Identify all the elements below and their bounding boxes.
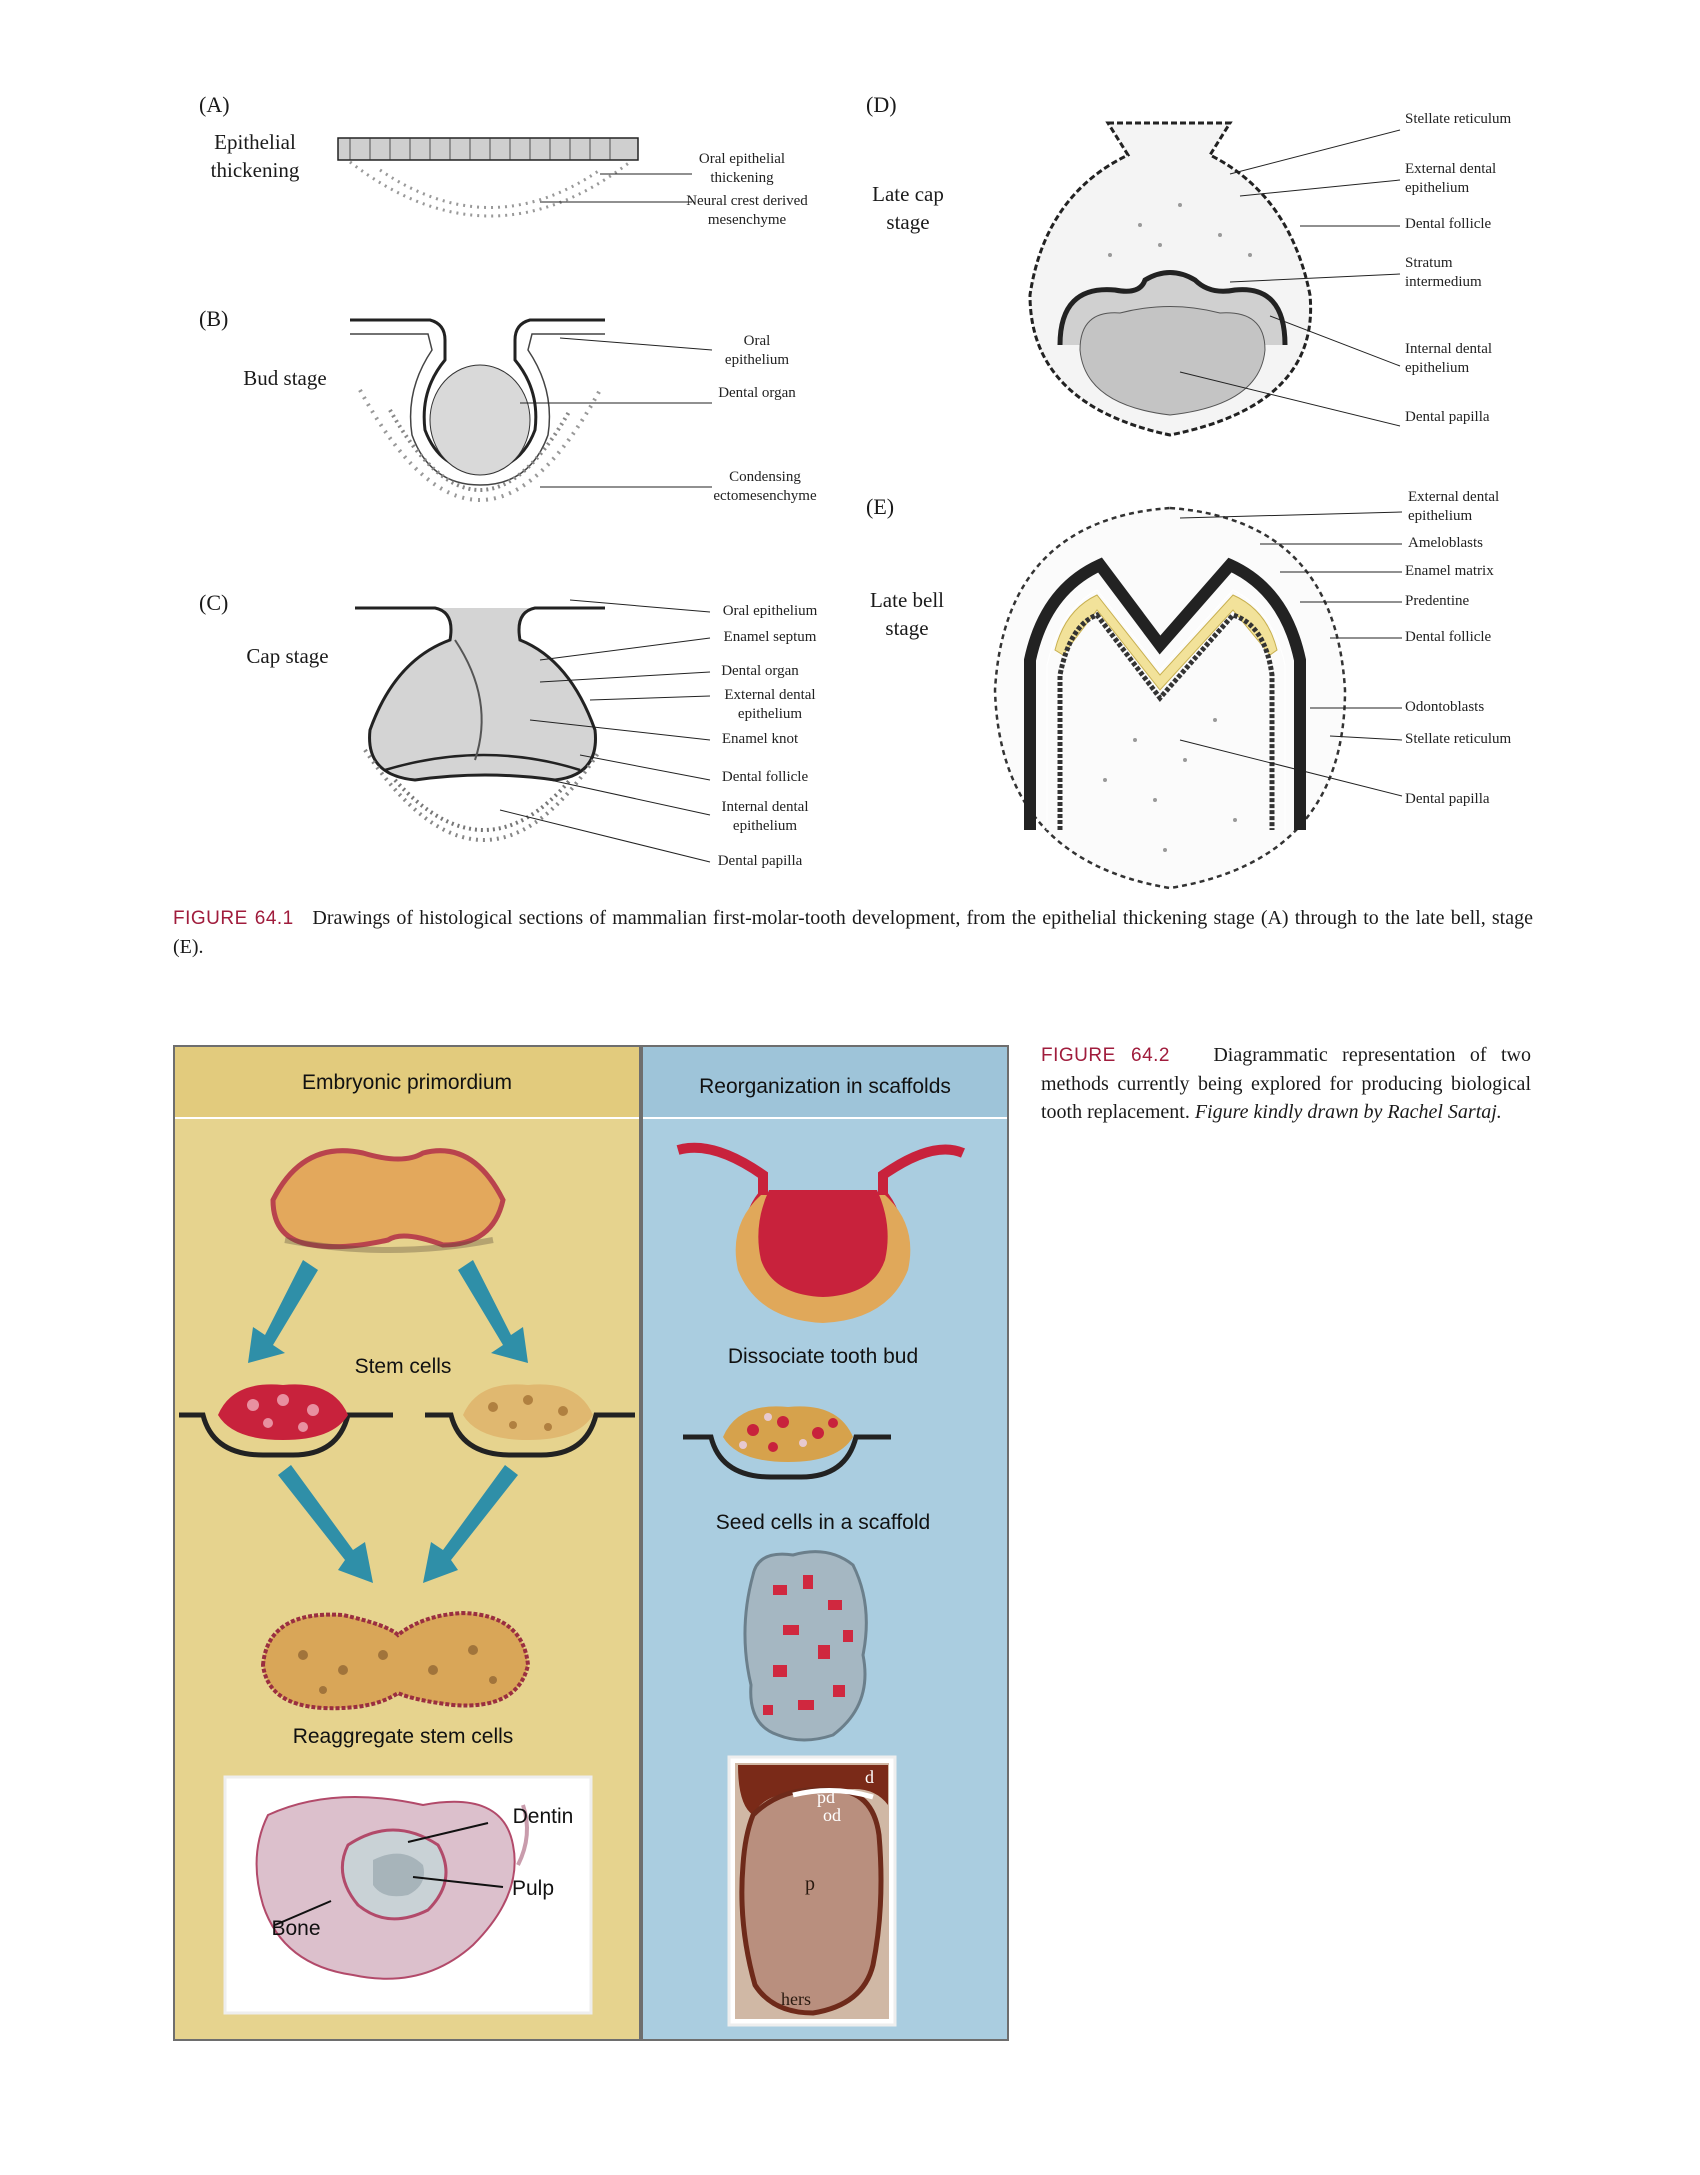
figure-64-2-number: FIGURE 64.2 xyxy=(1041,1045,1170,1066)
panel-d-label-4: Stratum intermedium xyxy=(1405,254,1525,292)
panel-b-stage: Bud stage xyxy=(240,364,330,392)
panel-e-label-2: Ameloblasts xyxy=(1408,534,1528,553)
panel-b-label-1: Oral epithelium xyxy=(712,332,802,370)
figure-64-1-caption-text: Drawings of histological sections of mam… xyxy=(173,907,1533,958)
figure-64-2-frame: Embryonic primordium Reorganization in s… xyxy=(173,1045,1009,2041)
panel-c-label-2: Enamel septum xyxy=(710,628,830,647)
panel-e-label-8: Dental papilla xyxy=(1405,790,1525,809)
micro-p-label: p xyxy=(805,1873,815,1896)
panel-d-letter: (D) xyxy=(866,92,897,118)
panel-e-label-4: Predentine xyxy=(1405,592,1525,611)
panel-c-stage: Cap stage xyxy=(245,642,330,670)
stem-cells-label: Stem cells xyxy=(303,1355,503,1379)
panel-d-label-3: Dental follicle xyxy=(1405,215,1525,234)
panel-c-label-5: Enamel knot xyxy=(710,730,810,749)
panel-c-label-6: Dental follicle xyxy=(710,768,820,787)
panel-d-leaders xyxy=(1150,120,1410,440)
micro-hers-label: hers xyxy=(781,1989,811,2010)
panel-c-letter: (C) xyxy=(199,590,228,616)
micro-od-label: od xyxy=(823,1805,841,1826)
panel-e-label-1: External dental epithelium xyxy=(1408,488,1528,526)
panel-a-stage: Epithelial thickening xyxy=(195,128,315,184)
panel-e-letter: (E) xyxy=(866,494,894,520)
reaggregate-label: Reaggregate stem cells xyxy=(243,1725,563,1749)
figure-64-2-graphics xyxy=(173,1045,1009,2041)
panel-c-label-1: Oral epithelium xyxy=(710,602,830,621)
panel-b-label-3: Condensing ectomesenchyme xyxy=(700,468,830,506)
panel-e-label-5: Dental follicle xyxy=(1405,628,1525,647)
figure-64-2-caption-credit: Figure kindly drawn by Rachel Sartaj. xyxy=(1195,1101,1502,1123)
figure-64-1-caption: FIGURE 64.1 Drawings of histological sec… xyxy=(173,904,1533,961)
seed-label: Seed cells in a scaffold xyxy=(653,1511,993,1535)
panel-d-stage: Late cap stage xyxy=(858,180,958,236)
panel-e-label-6: Odontoblasts xyxy=(1405,698,1525,717)
panel-e-label-3: Enamel matrix xyxy=(1405,562,1525,581)
micro-dentin-label: Dentin xyxy=(503,1805,583,1829)
panel-e-stage: Late bell stage xyxy=(852,586,962,642)
panel-c-leaders xyxy=(560,600,720,870)
panel-b-label-2: Dental organ xyxy=(712,384,802,403)
panel-c-label-4: External dental epithelium xyxy=(710,686,830,724)
panel-c-label-8: Dental papilla xyxy=(710,852,810,871)
micro-bone-label: Bone xyxy=(261,1917,331,1941)
panel-b-leaders xyxy=(560,320,720,500)
figure-64-2-caption: FIGURE 64.2 Diagrammatic representation … xyxy=(1041,1041,1531,1126)
panel-c-label-7: Internal dental epithelium xyxy=(710,798,820,836)
dissociate-label: Dissociate tooth bud xyxy=(653,1345,993,1369)
panel-d-label-1: Stellate reticulum xyxy=(1405,110,1525,129)
panel-a-label-1: Oral epithelial thickening xyxy=(672,150,812,188)
panel-b-letter: (B) xyxy=(199,306,228,332)
micro-pulp-label: Pulp xyxy=(493,1877,573,1901)
panel-d-label-5: Internal dental epithelium xyxy=(1405,340,1525,378)
figure-64-1-number: FIGURE 64.1 xyxy=(173,908,294,929)
panel-a-letter: (A) xyxy=(199,92,230,118)
micro-d-label: d xyxy=(865,1767,874,1788)
panel-d-label-6: Dental papilla xyxy=(1405,408,1525,427)
panel-a-label-2: Neural crest derived mesenchyme xyxy=(672,192,822,230)
panel-e-leaders xyxy=(1120,500,1410,840)
panel-e-label-7: Stellate reticulum xyxy=(1405,730,1525,749)
panel-c-label-3: Dental organ xyxy=(710,662,810,681)
panel-d-label-2: External dental epithelium xyxy=(1405,160,1525,198)
